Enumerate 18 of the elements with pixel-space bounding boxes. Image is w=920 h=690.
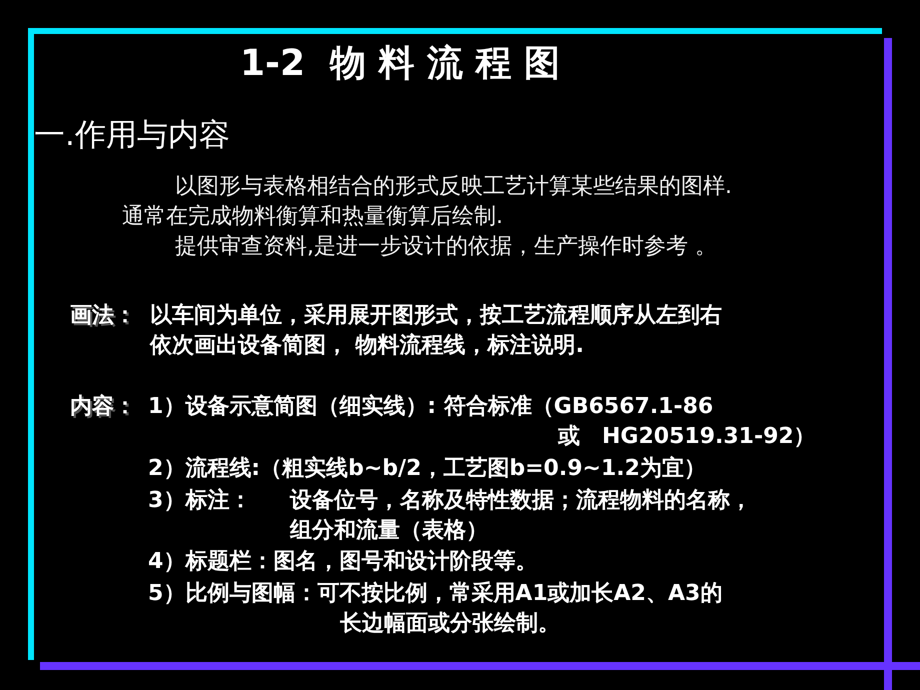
text-line: 2）流程线:（粗实线b~b/2，工艺图b=0.9~1.2为宜）: [148, 455, 706, 482]
field-label: 画法：: [70, 302, 136, 330]
text-line: 4）标题栏：图名，图号和设计阶段等。: [148, 548, 538, 576]
text-line: 长边幅面或分张绘制。: [340, 610, 560, 638]
text-line: 依次画出设备简图， 物料流程线，标注说明.: [150, 332, 584, 360]
text-line: 1）设备示意简图（细实线）: 符合标准（GB6567.1-86: [148, 393, 714, 420]
text-line: 设备位号，名称及特性数据；流程物料的名称，: [290, 487, 752, 514]
text-line: 5）比例与图幅：可不按比例，常采用A1或加长A2、A3的: [148, 580, 722, 608]
text-line: 组分和流量（表格）: [290, 517, 488, 544]
text-line: 以图形与表格相结合的形式反映工艺计算某些结果的图样.: [175, 173, 732, 200]
text-line: 提供审查资料,是进一步设计的依据，生产操作时参考 。: [175, 233, 717, 260]
slide-title: 1-2 物 料 流 程 图: [240, 46, 560, 82]
text-line: 3）标注：: [148, 487, 252, 514]
text-line: 通常在完成物料衡算和热量衡算后绘制.: [122, 203, 503, 230]
section-heading: 一.作用与内容: [34, 116, 230, 155]
text-line: 或 HG20519.31-92）: [558, 423, 816, 450]
text-line: 以车间为单位，采用展开图形式，按工艺流程顺序从左到右: [150, 302, 722, 330]
field-label: 内容：: [70, 393, 136, 420]
